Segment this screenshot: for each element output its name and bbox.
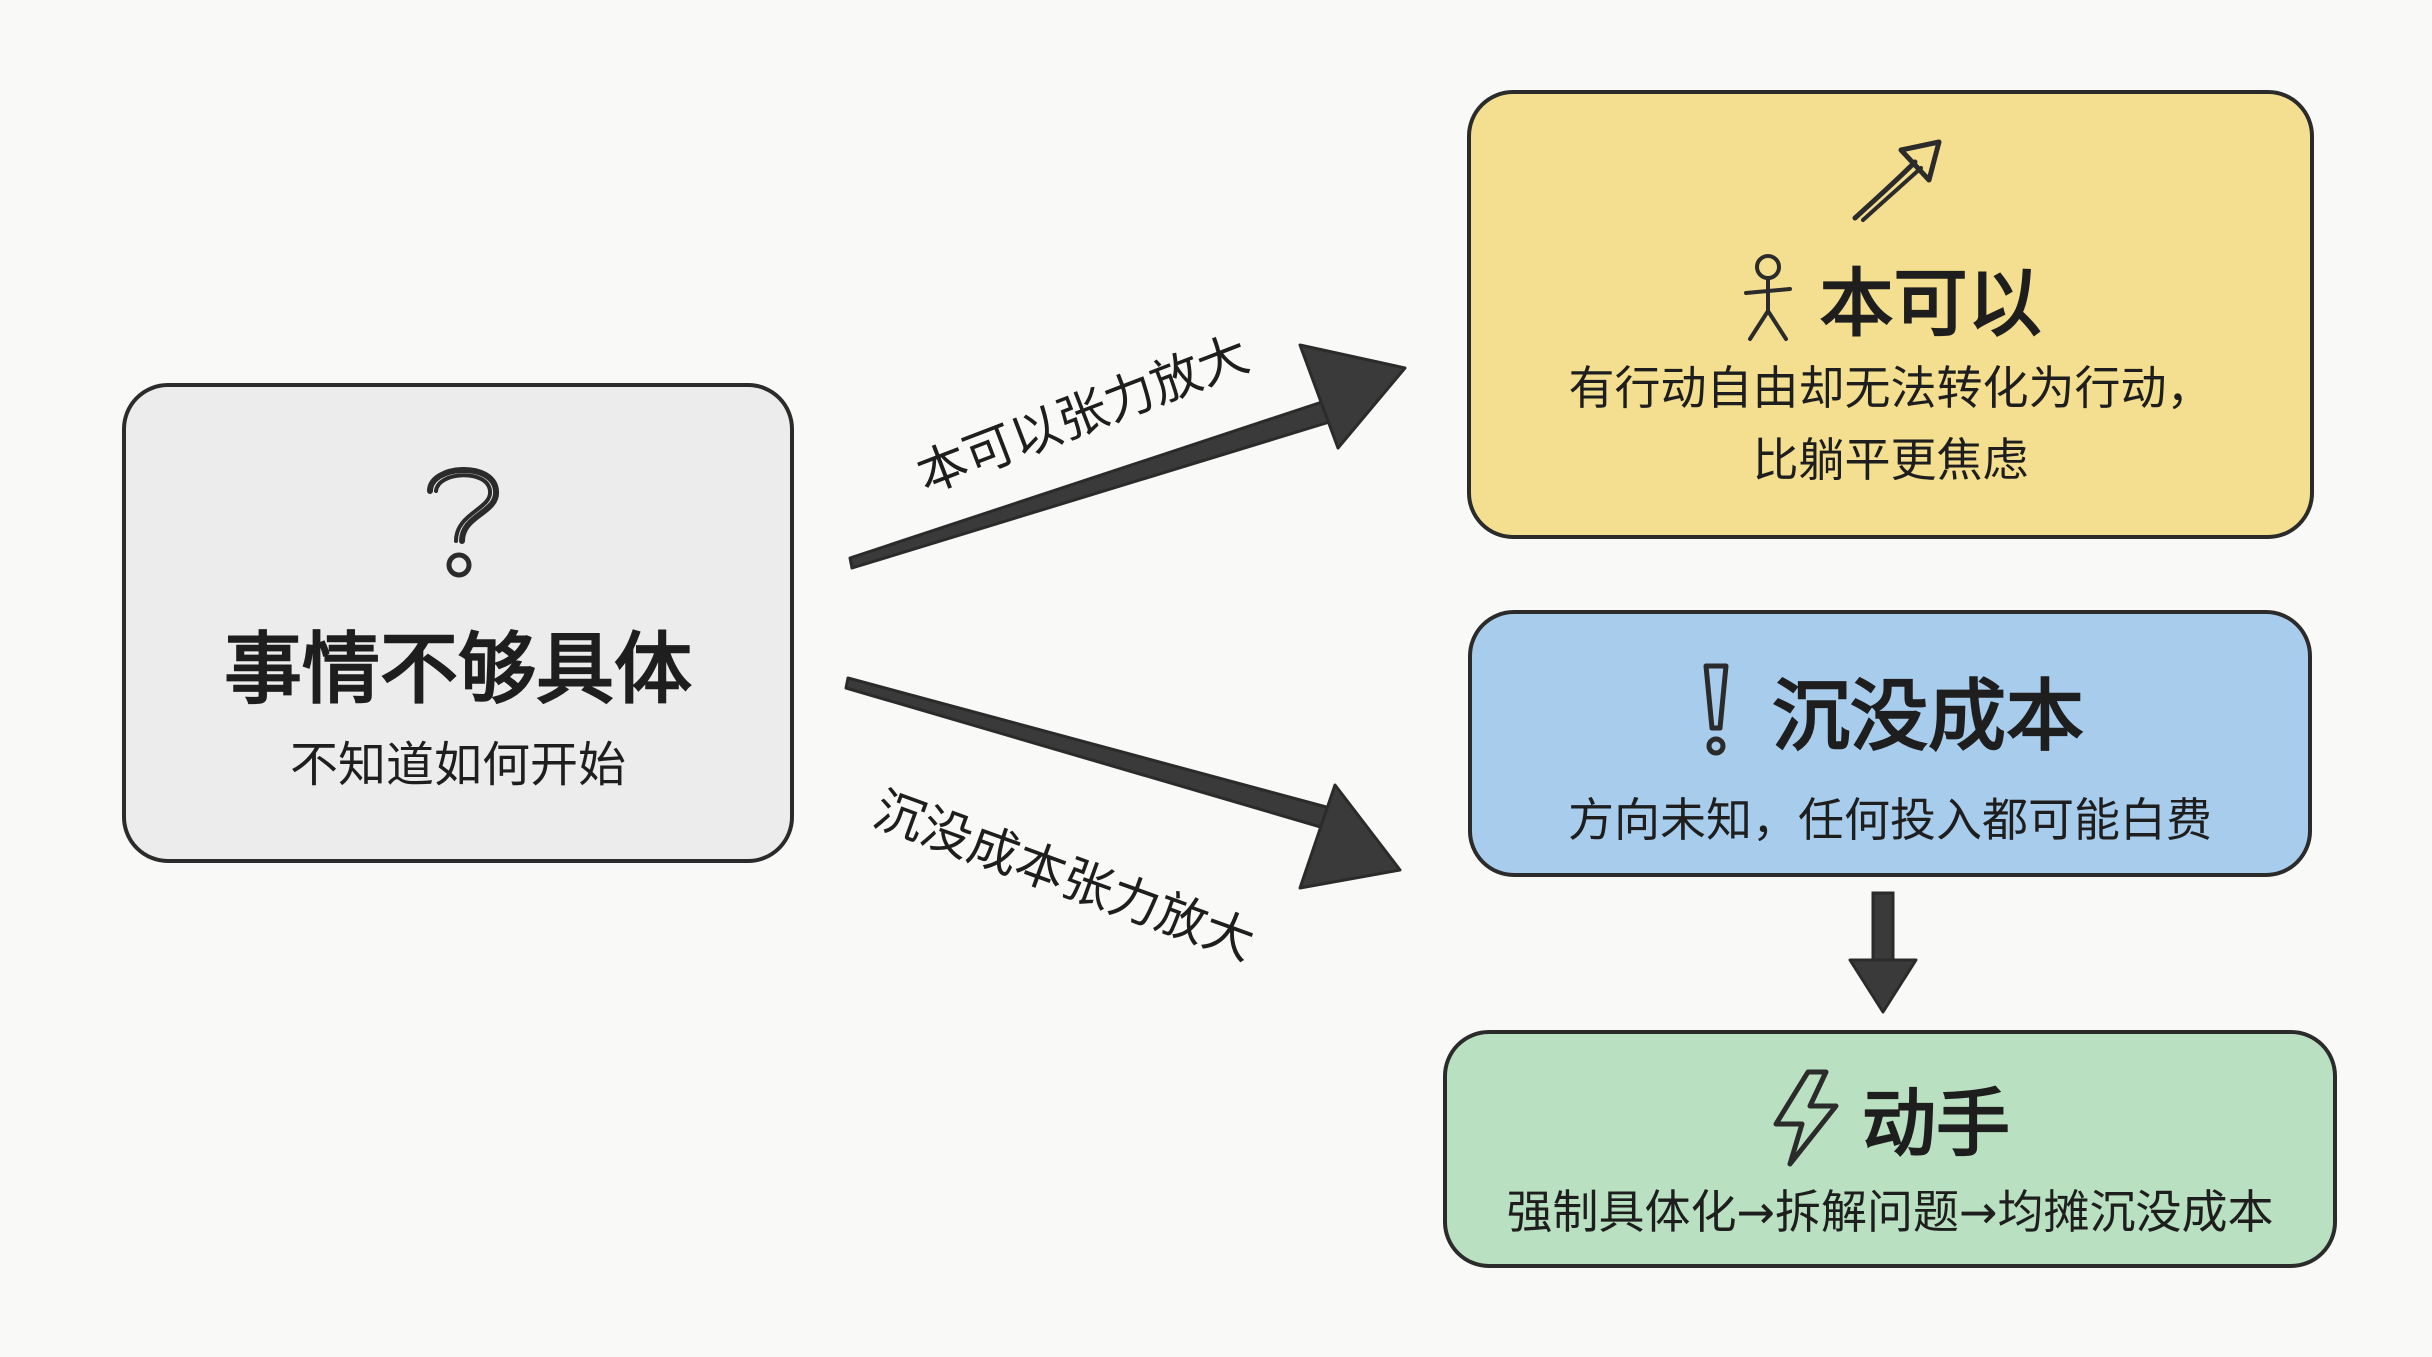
take-action-title: 动手 [1862, 1081, 2010, 1167]
take-action-subtitle: 强制具体化→拆解问题→均摊沉没成本 [1506, 1185, 2274, 1239]
stick-figure-icon [1743, 253, 1792, 341]
question-icon [427, 467, 499, 578]
could-have-title: 本可以 [1819, 261, 2042, 347]
sunk-cost-title: 沉没成本 [1771, 672, 2084, 762]
concept-box-take-action: 动手 强制具体化→拆解问题→均摊沉没成本 [1443, 1030, 2337, 1268]
concept-box-not-specific: 事情不够具体 不知道如何开始 [122, 383, 794, 863]
not-specific-title: 事情不够具体 [223, 625, 692, 715]
not-specific-subtitle: 不知道如何开始 [289, 737, 626, 793]
exclamation-icon [1703, 663, 1729, 756]
down-arrow [1848, 891, 1918, 1014]
trend-up-arrow-icon [1852, 139, 1942, 222]
upper-arrow [848, 343, 1407, 570]
concept-box-could-have: 本可以 有行动自由却无法转化为行动， 比躺平更焦虑 [1467, 90, 2314, 539]
lower-arrow [844, 676, 1402, 890]
concept-box-sunk-cost: 沉没成本 方向未知，任何投入都可能白费 [1468, 610, 2312, 877]
sunk-cost-subtitle: 方向未知，任何投入都可能白费 [1568, 793, 2212, 847]
lightning-icon [1773, 1069, 1839, 1166]
could-have-line-2: 比躺平更焦虑 [1752, 433, 2029, 487]
could-have-line-1: 有行动自由却无法转化为行动， [1568, 361, 2213, 415]
